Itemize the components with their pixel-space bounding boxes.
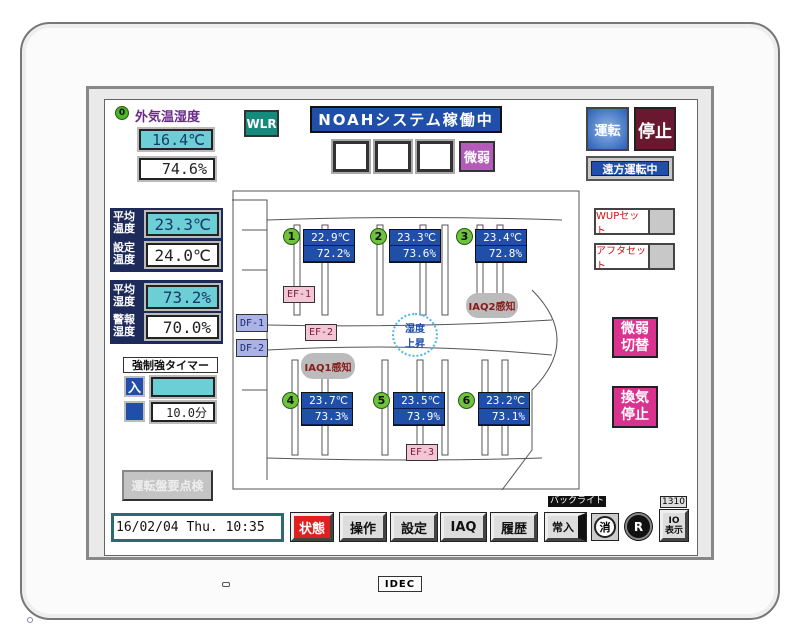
sensor-readout-5[interactable]: 23.5℃ 73.9% bbox=[393, 392, 445, 426]
iaq1-alert: IAQ1感知 bbox=[301, 353, 355, 379]
sensor-humidity: 72.8% bbox=[476, 246, 526, 262]
bezel-screw bbox=[27, 617, 33, 623]
sensor-temp: 23.2℃ bbox=[479, 393, 529, 409]
weak-indicator: 微弱 bbox=[459, 141, 495, 172]
io-code: 1310 bbox=[660, 496, 687, 508]
timer-title: 強制強タイマー bbox=[123, 357, 218, 373]
run-button[interactable]: 運転 bbox=[586, 107, 629, 151]
after-set[interactable]: アフタセット bbox=[594, 243, 675, 272]
outside-humidity: 74.6% bbox=[139, 158, 215, 180]
sensor-number-3: 3 bbox=[456, 228, 473, 245]
after-set-indicator bbox=[650, 245, 673, 268]
alarm-hum-value[interactable]: 70.0% bbox=[146, 315, 219, 339]
backlight-always-on-button[interactable]: 常入 bbox=[545, 513, 586, 541]
sensor-number-1: 1 bbox=[283, 228, 300, 245]
timer-minutes[interactable]: 10.0分 bbox=[151, 402, 215, 422]
sensor-readout-6[interactable]: 23.2℃ 73.1% bbox=[478, 392, 530, 426]
sensor-readout-2[interactable]: 23.3℃ 73.6% bbox=[389, 229, 441, 263]
backlight-off-button[interactable]: 消 bbox=[591, 513, 619, 541]
avg-temp-label: 平均温度 bbox=[113, 210, 135, 235]
io-display-button[interactable]: IO表示 bbox=[660, 510, 688, 541]
datetime-display: 16/02/04 Thu. 10:35 bbox=[111, 513, 284, 542]
bezel-led bbox=[222, 582, 230, 587]
reset-button[interactable]: R bbox=[625, 513, 652, 540]
system-status-title: NOAHシステム稼働中 bbox=[310, 106, 502, 133]
fan-ef1[interactable]: EF-1 bbox=[283, 286, 315, 303]
mode-box-3 bbox=[417, 141, 453, 172]
brand-logo: IDEC bbox=[378, 576, 422, 592]
mode-box-2 bbox=[375, 141, 411, 172]
remote-status: 遠方運転中 bbox=[586, 156, 674, 181]
fan-df1[interactable]: DF-1 bbox=[236, 314, 268, 332]
sensor-temp: 23.3℃ bbox=[390, 230, 440, 246]
alarm-hum-label: 警報湿度 bbox=[113, 313, 135, 338]
sensor-humidity: 72.2% bbox=[304, 246, 354, 262]
vent-stop-button[interactable]: 換気停止 bbox=[612, 386, 658, 428]
sensor-number-6: 6 bbox=[458, 392, 475, 409]
backlight-off-label: 消 bbox=[594, 516, 616, 538]
wup-set-label: WUPセット bbox=[596, 210, 648, 237]
sensor-temp: 23.5℃ bbox=[394, 393, 444, 409]
avg-hum-value: 73.2% bbox=[146, 285, 219, 309]
stop-button[interactable]: 停止 bbox=[634, 107, 676, 151]
wup-set-indicator bbox=[650, 210, 673, 233]
sensor-temp: 22.9℃ bbox=[304, 230, 354, 246]
nav-history-tab[interactable]: 履歴 bbox=[491, 513, 537, 541]
nav-settings-tab[interactable]: 設定 bbox=[391, 513, 437, 541]
timer-remaining bbox=[151, 377, 215, 397]
avg-hum-label: 平均湿度 bbox=[113, 283, 135, 308]
avg-temp-value: 23.3℃ bbox=[146, 212, 219, 236]
sensor-humidity: 73.3% bbox=[302, 409, 352, 425]
outside-indicator-icon: 0 bbox=[115, 106, 129, 120]
sensor-temp: 23.4℃ bbox=[476, 230, 526, 246]
outside-title: 外気温湿度 bbox=[135, 110, 201, 125]
fan-ef3[interactable]: EF-3 bbox=[406, 444, 438, 461]
sensor-readout-1[interactable]: 22.9℃ 72.2% bbox=[303, 229, 355, 263]
fan-ef2[interactable]: EF-2 bbox=[305, 324, 337, 341]
sensor-humidity: 73.6% bbox=[390, 246, 440, 262]
nav-iaq-tab[interactable]: IAQ bbox=[441, 513, 486, 541]
iaq2-alert: IAQ2感知 bbox=[466, 293, 518, 318]
backlight-label: バックライト bbox=[548, 496, 607, 507]
humidity-rise-alert: 湿度上昇 bbox=[392, 313, 438, 357]
sensor-readout-4[interactable]: 23.7℃ 73.3% bbox=[301, 392, 353, 426]
sensor-temp: 23.7℃ bbox=[302, 393, 352, 409]
sensor-humidity: 73.9% bbox=[394, 409, 444, 425]
sensor-number-5: 5 bbox=[373, 392, 390, 409]
mode-box-1 bbox=[333, 141, 369, 172]
set-temp-label: 設定温度 bbox=[113, 241, 135, 266]
sensor-number-4: 4 bbox=[282, 392, 299, 409]
wup-set[interactable]: WUPセット bbox=[594, 208, 675, 237]
sensor-humidity: 73.1% bbox=[479, 409, 529, 425]
remote-label: 遠方運転中 bbox=[591, 161, 669, 176]
sensor-number-2: 2 bbox=[370, 228, 387, 245]
timer-off-button[interactable] bbox=[124, 401, 145, 422]
sensor-readout-3[interactable]: 23.4℃ 72.8% bbox=[475, 229, 527, 263]
panel-check-button[interactable]: 運転盤要点検 bbox=[122, 470, 213, 501]
outside-temp: 16.4℃ bbox=[139, 129, 213, 150]
weak-switch-button[interactable]: 微弱切替 bbox=[612, 317, 658, 358]
wlr-button[interactable]: WLR bbox=[244, 110, 279, 137]
after-set-label: アフタセット bbox=[596, 245, 648, 272]
nav-operation-tab[interactable]: 操作 bbox=[340, 513, 386, 541]
fan-df2[interactable]: DF-2 bbox=[236, 339, 268, 357]
timer-on-button[interactable]: 入 bbox=[124, 376, 145, 397]
set-temp-value[interactable]: 24.0℃ bbox=[146, 243, 219, 267]
nav-status-tab[interactable]: 状態 bbox=[291, 513, 333, 541]
